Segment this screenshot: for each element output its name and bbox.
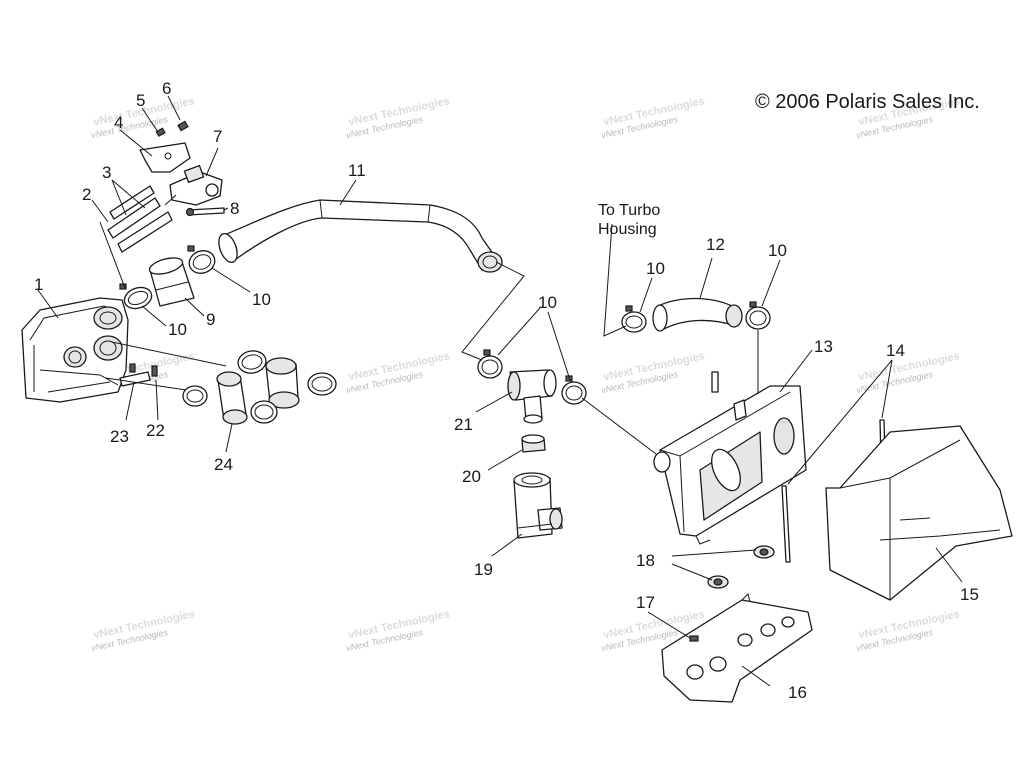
part-10-clamp bbox=[119, 283, 153, 310]
callout-24: 24 bbox=[214, 455, 233, 474]
callout-11: 11 bbox=[348, 161, 366, 180]
part-1-airbox bbox=[21, 297, 129, 403]
callout-13: 13 bbox=[814, 337, 833, 356]
callout-18: 18 bbox=[636, 551, 655, 570]
part-18-grommets bbox=[707, 545, 775, 589]
part-15-shroud bbox=[825, 425, 1013, 601]
part-22-23-fasteners bbox=[119, 363, 158, 387]
callout-numbers: 1 2 3 4 5 6 7 8 9 10 10 11 10 10 12 10 1… bbox=[34, 79, 979, 702]
callout-4: 4 bbox=[114, 113, 123, 132]
callout-6: 6 bbox=[162, 79, 171, 98]
callout-15: 15 bbox=[960, 585, 979, 604]
callout-10: 10 bbox=[768, 241, 787, 260]
part-12-turbo-hose bbox=[652, 297, 743, 332]
turbo-note-line1: To Turbo bbox=[598, 202, 660, 219]
callout-10: 10 bbox=[646, 259, 665, 278]
part-4-bracket bbox=[139, 142, 191, 173]
part-16-bracket bbox=[661, 593, 813, 703]
callout-20: 20 bbox=[462, 467, 481, 486]
callout-16: 16 bbox=[788, 683, 807, 702]
part-13-intercooler bbox=[653, 371, 807, 545]
callout-21: 21 bbox=[454, 415, 473, 434]
part-21-tee bbox=[507, 369, 557, 424]
callout-8: 8 bbox=[230, 199, 239, 218]
callout-19: 19 bbox=[474, 560, 493, 579]
part-9-sleeve bbox=[148, 257, 195, 307]
part-5-6-bolts bbox=[155, 120, 189, 137]
callout-10: 10 bbox=[168, 320, 187, 339]
callout-10: 10 bbox=[538, 293, 557, 312]
callout-9: 9 bbox=[206, 310, 215, 329]
callout-10: 10 bbox=[252, 290, 271, 309]
part-2-3-rods bbox=[107, 185, 173, 253]
callout-2: 2 bbox=[82, 185, 91, 204]
callout-1: 1 bbox=[34, 275, 43, 294]
callout-17: 17 bbox=[636, 593, 655, 612]
part-10-clamp bbox=[621, 305, 647, 333]
callout-22: 22 bbox=[146, 421, 165, 440]
part-24-couplers bbox=[182, 350, 337, 425]
part-7-valve bbox=[164, 164, 223, 206]
copyright-text: © 2006 Polaris Sales Inc. bbox=[755, 91, 980, 113]
callout-12: 12 bbox=[706, 235, 725, 254]
callout-5: 5 bbox=[136, 91, 145, 110]
part-10-clamp bbox=[187, 245, 216, 274]
callout-14: 14 bbox=[886, 341, 905, 360]
part-11-intake-tube bbox=[218, 199, 503, 273]
leader-lines bbox=[37, 95, 963, 687]
callout-7: 7 bbox=[213, 127, 222, 146]
part-19-valve bbox=[513, 472, 563, 539]
part-10-clamp bbox=[561, 375, 587, 405]
callout-23: 23 bbox=[110, 427, 129, 446]
turbo-note-line2: Housing bbox=[598, 221, 657, 238]
part-8-screw bbox=[185, 207, 225, 217]
part-17-bolt bbox=[689, 635, 699, 642]
part-10-clamp bbox=[477, 349, 503, 379]
part-10-clamp bbox=[745, 301, 771, 330]
callout-3: 3 bbox=[102, 163, 111, 182]
part-20-grommet bbox=[521, 434, 546, 453]
